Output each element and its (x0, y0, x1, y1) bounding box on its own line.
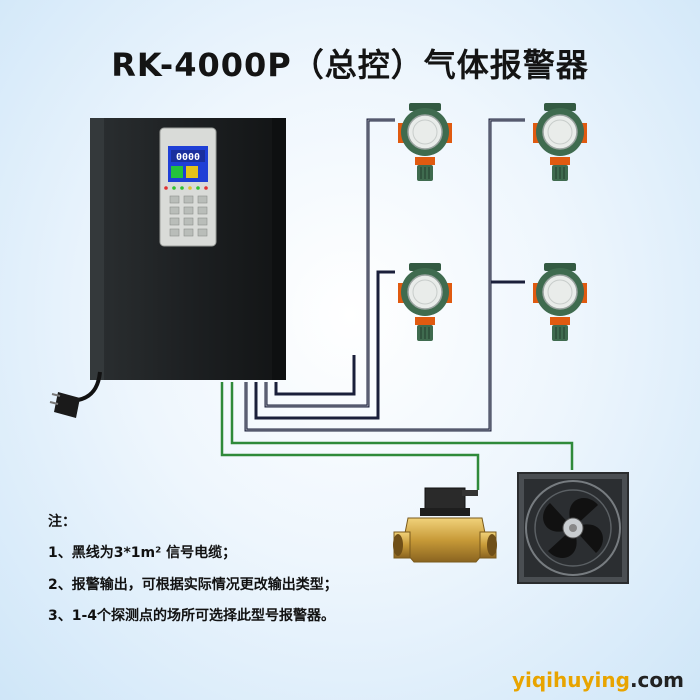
gas-detector-4 (532, 262, 588, 342)
page-title: RK-4000P（总控）气体报警器 (111, 46, 589, 84)
control-cabinet: 0000 (90, 118, 286, 380)
site-watermark: yiqihuying.com (512, 668, 684, 692)
notes-heading: 注： (48, 514, 76, 530)
watermark-brand: yiqihuying (511, 668, 630, 692)
signal-cables (244, 118, 525, 432)
panel-display: 0000 (176, 152, 200, 163)
solenoid-valve (393, 487, 497, 563)
note-item-2: 2、报警输出，可根据实际情况更改输出类型； (48, 577, 338, 593)
note-item-1: 1、黑线为3*1m² 信号电缆； (48, 545, 237, 561)
gas-detector-2 (532, 102, 588, 182)
watermark-suffix: .com (629, 668, 684, 692)
note-item-3: 3、1-4个探测点的场所可选择此型号报警器。 (48, 608, 336, 624)
output-cables (220, 382, 574, 490)
gas-detector-3 (397, 262, 453, 342)
gas-detector-1 (397, 102, 453, 182)
keypad (169, 195, 208, 237)
exhaust-fan (517, 472, 629, 584)
signal-cable-highlights (245, 119, 525, 431)
power-plug (49, 371, 102, 418)
